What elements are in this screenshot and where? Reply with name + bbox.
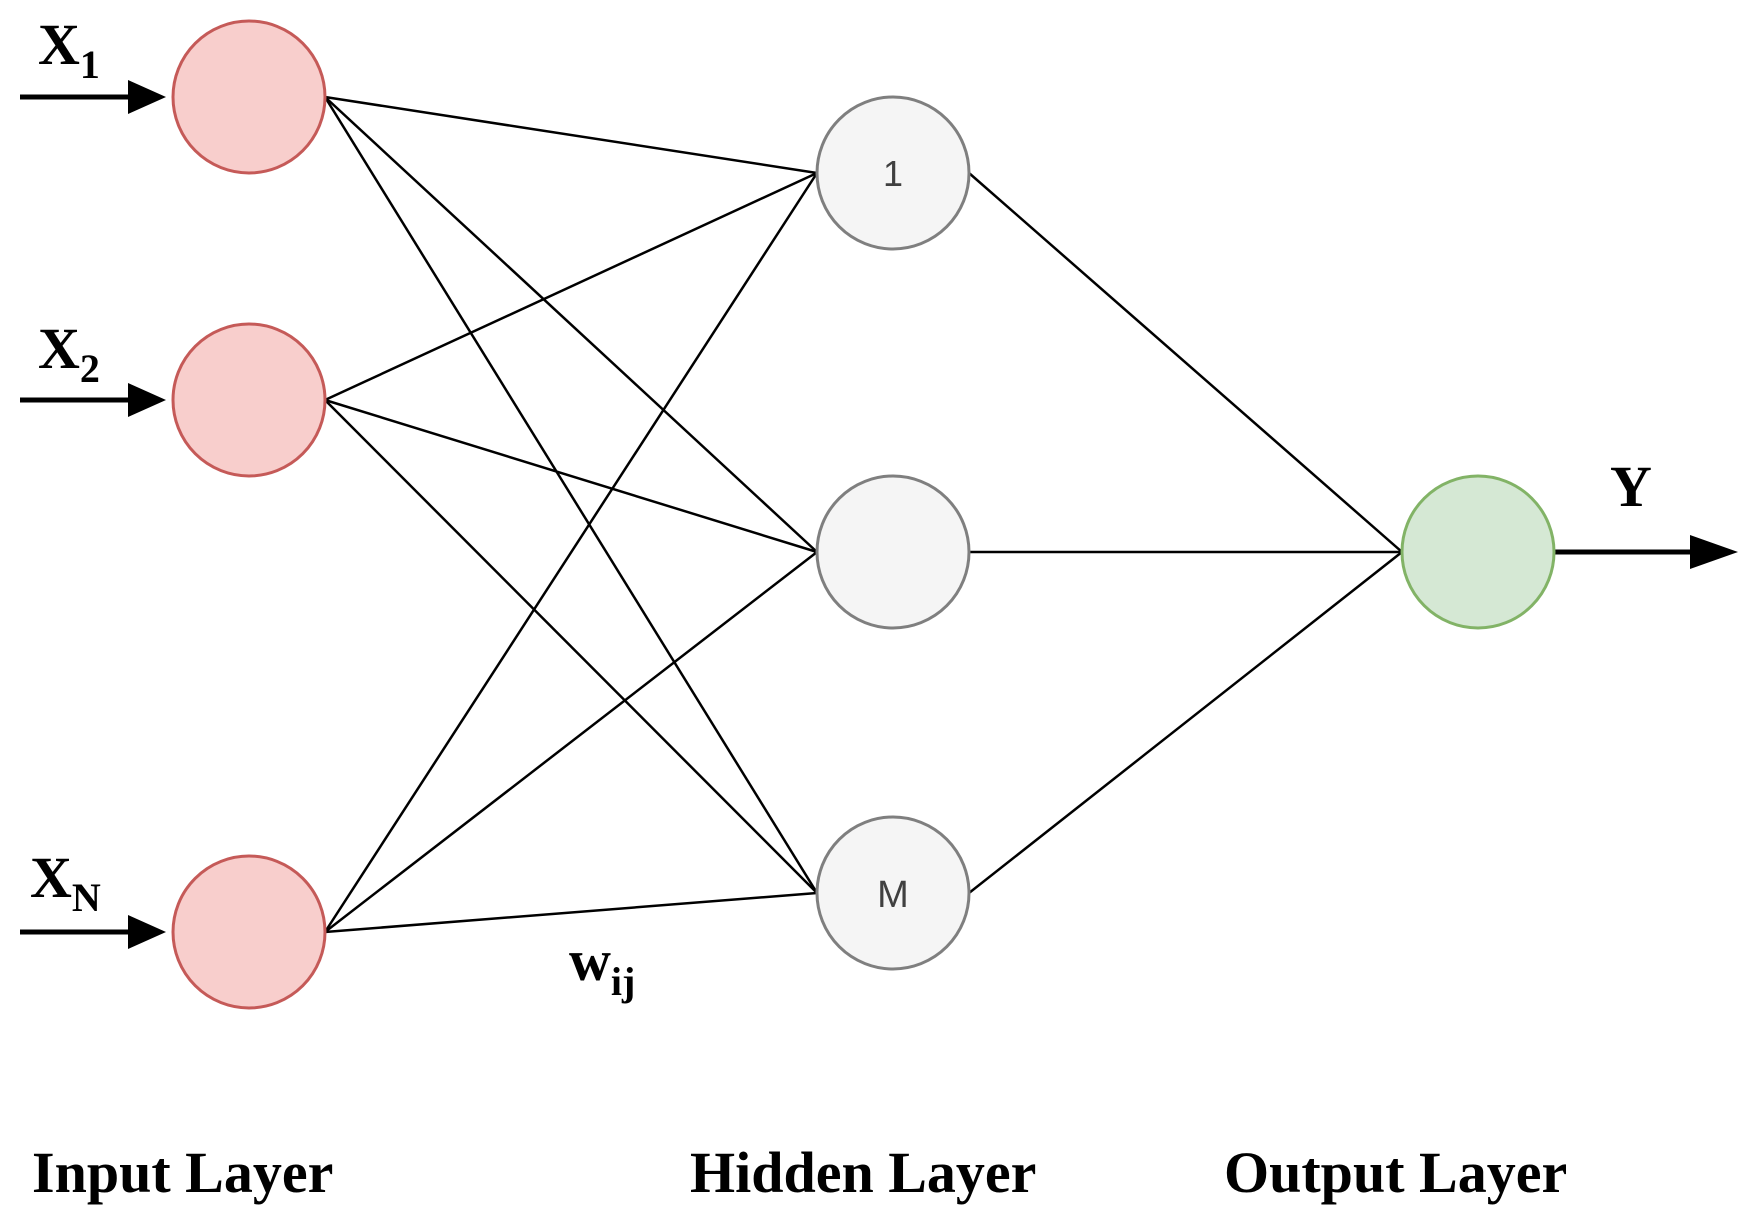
connection-input-3-hidden-2 bbox=[324, 551, 818, 933]
input-label-n-name: X bbox=[30, 845, 72, 910]
connection-input-3-hidden-1 bbox=[323, 172, 819, 933]
input-label-1-sub: 1 bbox=[80, 42, 100, 87]
input-arrows bbox=[20, 80, 166, 949]
output-layer-nodes bbox=[1400, 474, 1556, 630]
connection-input-1-hidden-2 bbox=[324, 96, 818, 553]
connection-input-2-hidden-1 bbox=[324, 171, 818, 402]
hidden-node-m bbox=[815, 815, 971, 971]
input-label-2-sub: 2 bbox=[80, 346, 100, 391]
input-arrowhead-1 bbox=[128, 80, 166, 114]
weight-label: wij bbox=[569, 928, 635, 1004]
connections bbox=[323, 95, 1403, 934]
output-layer-label: Output Layer bbox=[1224, 1140, 1567, 1205]
input-node-1 bbox=[171, 19, 327, 175]
weight-label-sub: ij bbox=[611, 959, 635, 1004]
connection-input-3-hidden-3 bbox=[324, 891, 818, 934]
connection-input-2-hidden-3 bbox=[324, 399, 818, 894]
input-label-n-sub: N bbox=[72, 875, 101, 920]
hidden-layer-label: Hidden Layer bbox=[690, 1140, 1036, 1205]
input-arrowhead-n bbox=[128, 915, 166, 949]
output-label: Y bbox=[1610, 454, 1652, 519]
input-arrowhead-2 bbox=[128, 383, 166, 417]
connection-hidden-3-output bbox=[968, 551, 1403, 894]
weight-label-base: w bbox=[569, 928, 611, 993]
hidden-layer-nodes: 1 M bbox=[815, 95, 971, 971]
input-label-2-name: X bbox=[38, 316, 80, 381]
input-label-1: X1 bbox=[38, 12, 100, 87]
layer-labels: Input Layer Hidden Layer Output Layer bbox=[32, 1140, 1567, 1205]
input-layer-nodes bbox=[171, 19, 327, 1010]
input-label-n: XN bbox=[30, 845, 101, 920]
input-node-n bbox=[171, 854, 327, 1010]
hidden-node-1-label: 1 bbox=[883, 153, 903, 194]
connection-input-1-hidden-3 bbox=[323, 96, 819, 894]
output-arrowhead bbox=[1690, 535, 1738, 569]
output-arrow bbox=[1554, 535, 1738, 569]
connection-input-2-hidden-2 bbox=[324, 398, 818, 554]
connection-input-1-hidden-1 bbox=[324, 95, 818, 175]
connection-hidden-1-output bbox=[968, 172, 1403, 553]
hidden-node-m-label: M bbox=[877, 874, 909, 916]
output-node bbox=[1400, 474, 1556, 630]
input-layer-label: Input Layer bbox=[32, 1140, 333, 1205]
input-label-2: X2 bbox=[38, 316, 100, 391]
input-label-1-name: X bbox=[38, 12, 80, 77]
hidden-node-1 bbox=[815, 95, 971, 251]
input-node-2 bbox=[171, 322, 327, 478]
input-labels: X1 X2 XN bbox=[30, 12, 101, 920]
hidden-node-2 bbox=[815, 474, 971, 630]
